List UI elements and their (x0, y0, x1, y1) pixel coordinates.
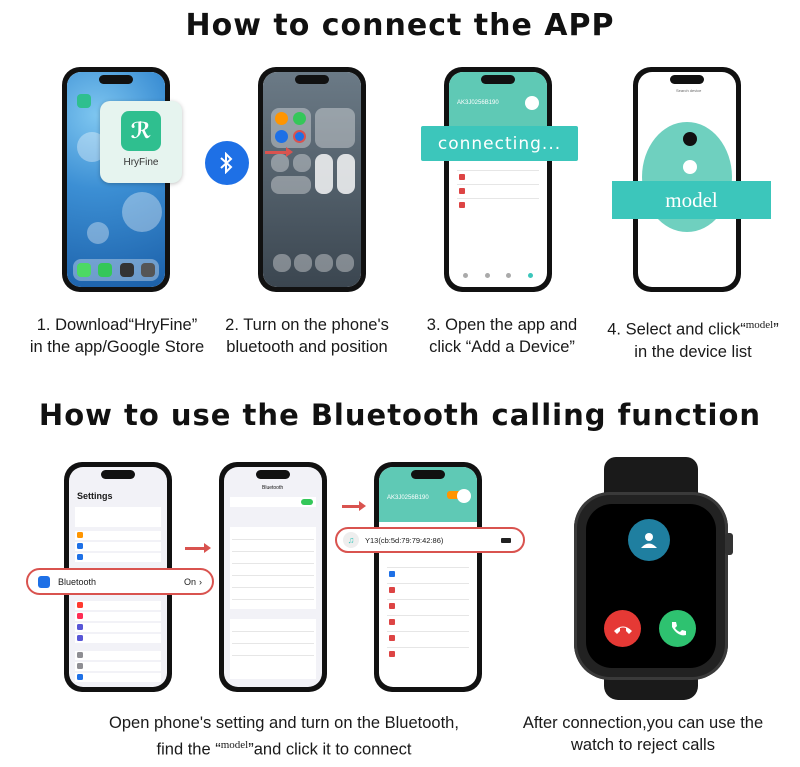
connecting-status-badge: connecting... (421, 126, 578, 161)
bluetooth-small-icon (683, 160, 697, 174)
hryfine-app-card[interactable]: ℛ HryFine (100, 101, 182, 183)
section-title-calling: How to use the Bluetooth calling functio… (38, 398, 762, 432)
step-1-caption: 1. Download“HryFine” in the app/Google S… (29, 316, 205, 356)
phone-app-connected: AK3J0256B190 (374, 462, 482, 692)
battery-icon (501, 537, 511, 543)
phone-search-device: Search device (633, 67, 741, 292)
phone-bluetooth-list: Bluetooth (219, 462, 327, 692)
settings-title: Settings (77, 491, 113, 501)
device-connect-callout[interactable]: ♫ Y13(cb:5d:79:79:42:86) (335, 527, 525, 553)
watch-crown[interactable] (725, 533, 733, 555)
pointer-arrow (265, 147, 293, 157)
phone-control-center (258, 67, 366, 292)
airplane-toggle-icon[interactable] (275, 112, 288, 125)
search-device-title: Search device (676, 88, 702, 93)
bluetooth-row-label: Bluetooth (58, 576, 97, 587)
step-3-caption: 3. Open the app and click “Add a Device” (426, 316, 578, 356)
app-device-id: AK3J0256B190 (387, 495, 429, 501)
bluetooth-toggle-icon[interactable] (293, 130, 306, 143)
device-id-label: Y13(cb:5d:79:79:42:86) (365, 535, 444, 545)
watch-strap-top (604, 457, 698, 497)
step-2-caption: 2. Turn on the phone's bluetooth and pos… (225, 316, 389, 356)
bluetooth-row-icon (38, 575, 50, 588)
music-note-icon: ♫ (343, 532, 359, 548)
cellular-toggle-icon[interactable] (293, 112, 306, 125)
chevron-right-icon: › (199, 576, 202, 587)
wifi-toggle-icon[interactable] (275, 130, 288, 143)
app-icon-small (77, 94, 91, 108)
pointer-arrow (342, 501, 366, 511)
app-device-id: AK3J0256B190 (457, 100, 499, 106)
watch-icon (683, 132, 697, 146)
reject-calls-caption: After connection,you can use the watch t… (522, 714, 764, 754)
bluetooth-setting-callout[interactable]: Bluetooth On › (26, 568, 214, 595)
step-4-caption: 4. Select and click“model” in the device… (607, 319, 779, 361)
hryfine-logo-icon: ℛ (121, 111, 161, 151)
accept-call-button[interactable] (659, 610, 696, 647)
model-device-badge[interactable]: model (612, 181, 771, 219)
section-title-connect: How to connect the APP (185, 8, 615, 43)
bluetooth-row-value: On (183, 576, 196, 587)
pointer-arrow (185, 543, 211, 553)
bluetooth-toggle[interactable] (301, 499, 313, 505)
reject-call-button[interactable] (604, 610, 641, 647)
phone-app-connecting: AK3J0256B190 (444, 67, 552, 292)
hryfine-app-label: HryFine (123, 157, 159, 168)
caller-avatar-icon (628, 519, 670, 561)
watch-strap-bottom (604, 676, 698, 700)
bluetooth-calling-caption: Open phone's setting and turn on the Blu… (109, 714, 459, 759)
bluetooth-screen-title: Bluetooth (262, 485, 284, 491)
bluetooth-icon (205, 141, 249, 185)
